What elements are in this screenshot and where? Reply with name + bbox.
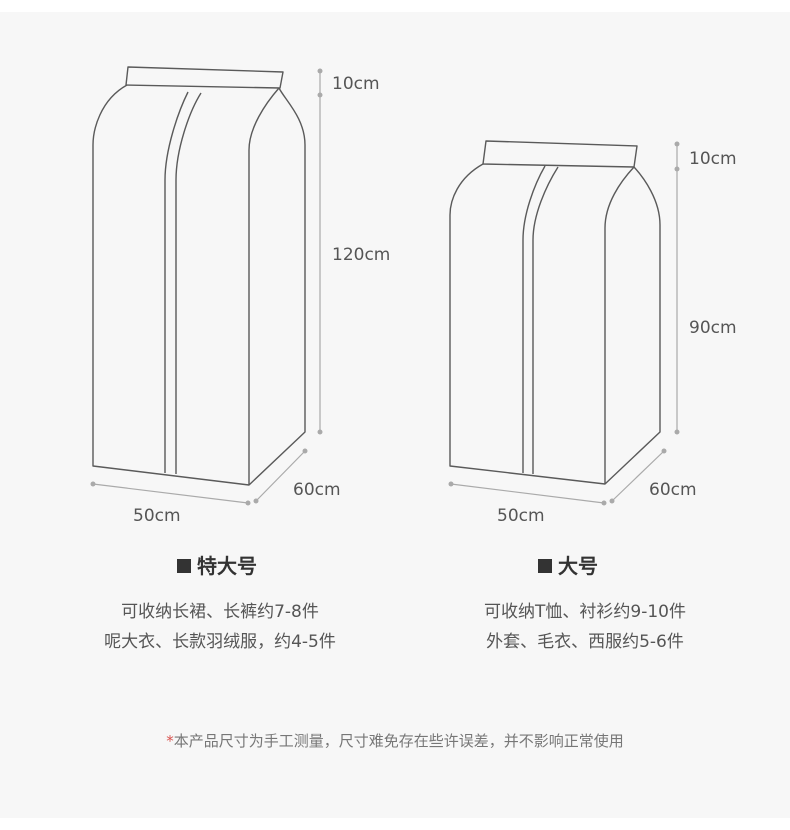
- right-bag-side-edge: [604, 166, 635, 229]
- left-bag-body: [92, 84, 306, 486]
- left-dim-height-label: 120cm: [332, 245, 391, 265]
- left-size-title: 特大号: [177, 554, 257, 578]
- square-bullet-icon: [538, 559, 552, 573]
- left-bag-side-edge: [248, 87, 280, 151]
- right-size-title: 大号: [538, 554, 598, 578]
- left-dim-top-label: 10cm: [332, 74, 380, 94]
- right-bag-zipper-1: [522, 165, 546, 473]
- right-garment-bag-illustration: [449, 140, 661, 485]
- right-dimension-lines: [448, 141, 680, 506]
- left-capacity-line-1: 可收纳长裙、长裤约7-8件: [121, 602, 319, 622]
- left-bag-zipper-1: [164, 91, 189, 473]
- right-size-title-text: 大号: [558, 554, 598, 578]
- right-dim-width-label: 50cm: [497, 506, 545, 526]
- left-bag-zipper-2: [175, 92, 202, 474]
- note-asterisk: *: [166, 732, 174, 750]
- left-bag-hanger-tab: [125, 66, 284, 89]
- left-dim-depth-label: 60cm: [293, 480, 341, 500]
- right-bag-body: [449, 163, 661, 485]
- canvas: [0, 12, 790, 818]
- left-capacity-line-2: 呢大衣、长款羽绒服，约4-5件: [104, 632, 336, 652]
- right-dim-height-label: 90cm: [689, 318, 737, 338]
- square-bullet-icon: [177, 559, 191, 573]
- left-garment-bag-illustration: [92, 66, 306, 486]
- right-bag-hanger-tab: [482, 140, 638, 168]
- right-bag-zipper-2: [532, 166, 559, 474]
- right-dim-top-label: 10cm: [689, 149, 737, 169]
- left-dim-width-label: 50cm: [133, 506, 181, 526]
- right-capacity-line-2: 外套、毛衣、西服约5-6件: [486, 632, 684, 652]
- note-text: 本产品尺寸为手工测量，尺寸难免存在些许误差，并不影响正常使用: [173, 732, 624, 750]
- left-size-title-text: 特大号: [197, 554, 257, 578]
- measurement-disclaimer: *本产品尺寸为手工测量，尺寸难免存在些许误差，并不影响正常使用: [0, 730, 790, 751]
- right-dim-depth-label: 60cm: [649, 480, 697, 500]
- left-dimension-lines: [90, 68, 323, 506]
- right-capacity-line-1: 可收纳T恤、衬衫约9-10件: [484, 602, 686, 622]
